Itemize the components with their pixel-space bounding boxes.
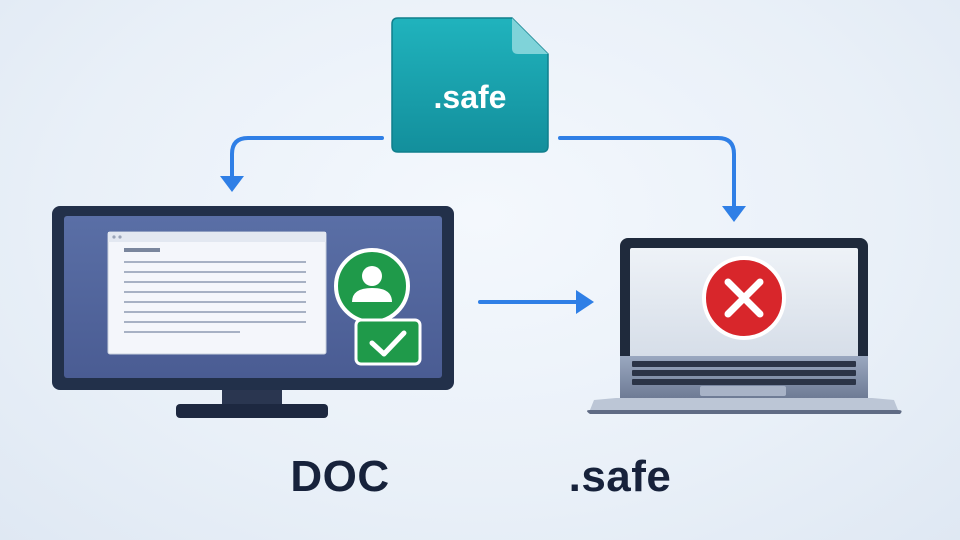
caption-safe: .safe	[568, 452, 672, 501]
checkmark-icon	[354, 318, 422, 366]
arrow-desktop-to-laptop	[478, 290, 594, 314]
file-label: .safe	[434, 79, 507, 115]
arrow-file-to-desktop	[220, 136, 384, 192]
desktop-monitor-icon	[52, 206, 454, 418]
document-window	[107, 231, 327, 355]
file-icon: .safe	[391, 17, 549, 153]
caption-doc: DOC	[290, 452, 390, 501]
arrow-file-to-laptop	[558, 136, 746, 222]
error-x-icon	[702, 256, 786, 340]
laptop-icon	[587, 238, 902, 414]
user-icon	[334, 248, 410, 324]
